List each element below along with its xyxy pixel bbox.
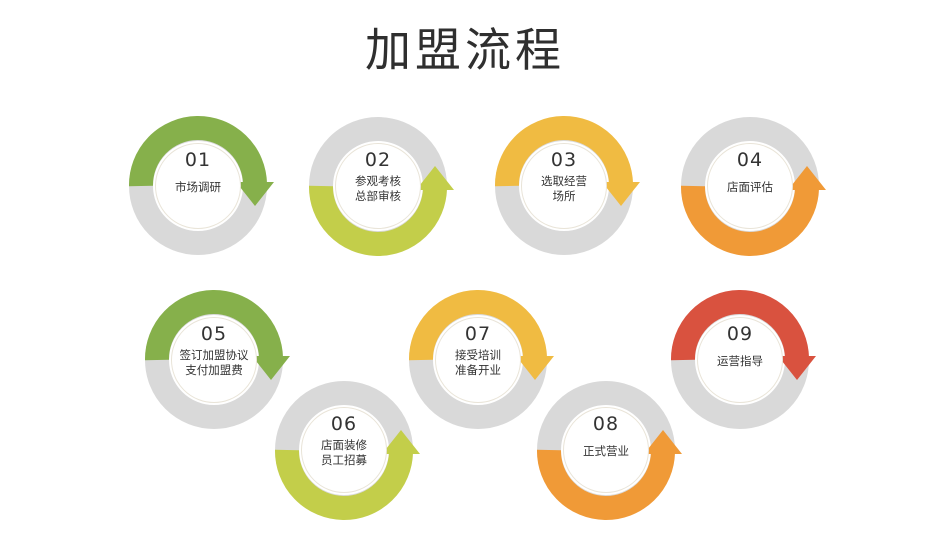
step-number: 07 xyxy=(464,323,492,345)
step-label: 店面评估 xyxy=(680,180,820,195)
arrow-head-icon xyxy=(644,430,682,454)
step-8: 08 正式营业 xyxy=(536,380,682,520)
step-3: 03 选取经营场所 xyxy=(494,116,640,256)
step-label-line: 准备开业 xyxy=(455,363,501,377)
step-inner-circle xyxy=(155,143,241,229)
step-label-line: 接受培训 xyxy=(455,348,501,362)
ring-progress-arc xyxy=(680,185,819,256)
step-7: 07 接受培训准备开业 xyxy=(408,290,554,430)
step-label: 接受培训准备开业 xyxy=(408,348,548,378)
cycle-ring xyxy=(274,381,420,520)
step-label: 正式营业 xyxy=(536,444,676,459)
cycle-ring xyxy=(670,290,816,429)
ring-progress-arc xyxy=(144,290,283,361)
step-inner-circle xyxy=(171,317,257,403)
step-inner-circle xyxy=(521,143,607,229)
step-label-line: 市场调研 xyxy=(175,180,221,194)
step-number: 09 xyxy=(726,323,754,345)
ring-progress-arc xyxy=(536,449,675,520)
step-label-line: 总部审核 xyxy=(355,189,401,203)
arrow-head-icon xyxy=(416,166,454,190)
cycle-ring xyxy=(536,381,682,520)
step-label-line: 店面评估 xyxy=(727,180,773,194)
step-1: 01 市场调研 xyxy=(128,116,274,256)
step-number: 02 xyxy=(364,149,392,171)
arrow-head-icon xyxy=(602,182,640,206)
step-number: 01 xyxy=(184,149,212,171)
step-label-line: 正式营业 xyxy=(583,444,629,458)
step-label-line: 选取经营 xyxy=(541,174,587,188)
ring-progress-arc xyxy=(408,290,547,361)
arrow-head-icon xyxy=(236,182,274,206)
step-2: 02 参观考核总部审核 xyxy=(308,116,454,256)
step-inner-circle xyxy=(697,317,783,403)
step-number: 05 xyxy=(200,323,228,345)
step-label-line: 支付加盟费 xyxy=(185,363,243,377)
step-number: 03 xyxy=(550,149,578,171)
arrow-head-icon xyxy=(252,356,290,380)
step-inner-circle xyxy=(435,317,521,403)
step-number: 08 xyxy=(592,413,620,435)
step-label: 市场调研 xyxy=(128,180,268,195)
cycle-ring xyxy=(408,290,554,429)
ring-progress-arc xyxy=(670,290,809,361)
arrow-head-icon xyxy=(382,430,420,454)
step-label: 参观考核总部审核 xyxy=(308,174,448,204)
arrow-head-icon xyxy=(778,356,816,380)
ring-progress-arc xyxy=(494,116,633,187)
step-inner-circle xyxy=(707,143,793,229)
step-label-line: 运营指导 xyxy=(717,354,763,368)
step-number: 06 xyxy=(330,413,358,435)
arrow-head-icon xyxy=(788,166,826,190)
step-9: 09 运营指导 xyxy=(670,290,816,430)
cycle-ring xyxy=(144,290,290,429)
cycle-ring xyxy=(494,116,640,255)
step-label: 签订加盟协议支付加盟费 xyxy=(144,348,284,378)
step-label: 店面装修员工招募 xyxy=(274,438,414,468)
step-5: 05 签订加盟协议支付加盟费 xyxy=(144,290,290,430)
ring-progress-arc xyxy=(128,116,267,187)
step-inner-circle xyxy=(301,407,387,493)
step-label: 运营指导 xyxy=(670,354,810,369)
cycle-ring xyxy=(308,117,454,256)
step-label-line: 店面装修 xyxy=(321,438,367,452)
step-label-line: 员工招募 xyxy=(321,453,367,467)
ring-progress-arc xyxy=(308,185,447,256)
step-inner-circle xyxy=(563,407,649,493)
ring-progress-arc xyxy=(274,449,413,520)
page-title: 加盟流程 xyxy=(365,23,565,77)
step-number: 04 xyxy=(736,149,764,171)
arrow-head-icon xyxy=(516,356,554,380)
step-4: 04 店面评估 xyxy=(680,116,826,256)
cycle-ring xyxy=(128,116,274,255)
step-label-line: 签订加盟协议 xyxy=(179,348,249,362)
step-label-line: 参观考核 xyxy=(355,174,401,188)
step-inner-circle xyxy=(335,143,421,229)
cycle-ring xyxy=(680,117,826,256)
step-label-line: 场所 xyxy=(552,189,576,203)
step-label: 选取经营场所 xyxy=(494,174,634,204)
step-6: 06 店面装修员工招募 xyxy=(274,380,420,520)
